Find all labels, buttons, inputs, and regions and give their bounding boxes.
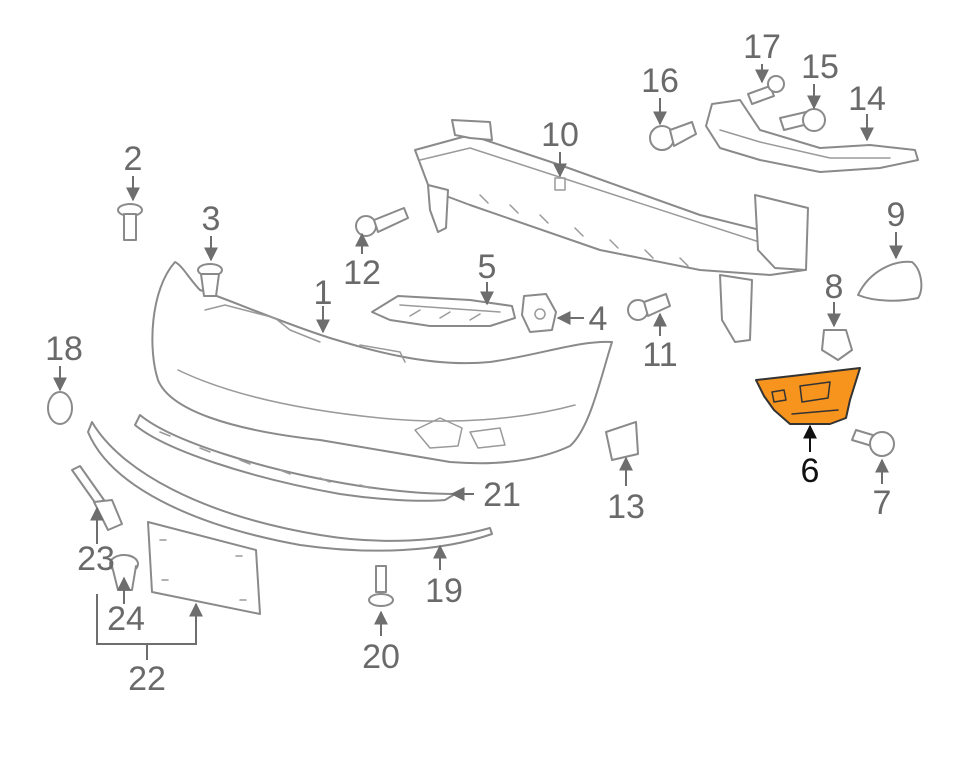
clip-part-8[interactable] (821, 329, 853, 361)
callout-9: 9 (887, 196, 906, 234)
callout-16: 16 (641, 62, 679, 100)
cover-part-18[interactable] (47, 391, 73, 425)
callout-17: 17 (743, 28, 781, 66)
callout-1: 1 (314, 274, 333, 312)
bolt-part-17[interactable] (747, 75, 785, 105)
callout-20: 20 (362, 638, 400, 676)
callout-15: 15 (801, 48, 839, 86)
bolt-part-20[interactable] (368, 565, 394, 607)
callout-8: 8 (825, 268, 844, 306)
bolt-part-11[interactable] (627, 293, 671, 321)
clip-part-3[interactable] (197, 263, 223, 297)
callout-13: 13 (607, 488, 645, 526)
callout-3: 3 (202, 200, 221, 238)
callout-6: 6 (801, 452, 820, 490)
spoiler-part-19[interactable] (87, 421, 493, 552)
clip-nut-part-4[interactable] (521, 293, 557, 333)
callout-12: 12 (343, 254, 381, 292)
callout-10: 10 (541, 116, 579, 154)
bracket-part-13[interactable] (605, 421, 639, 461)
callout-11: 11 (642, 336, 677, 374)
callout-14: 14 (848, 80, 886, 118)
bracket-part-5[interactable] (371, 295, 516, 327)
screw-part-12[interactable] (355, 207, 409, 237)
callout-18: 18 (45, 330, 83, 368)
bumper-cover-part-1[interactable] (151, 261, 613, 465)
callout-21: 21 (483, 476, 521, 514)
bolt-part-16[interactable] (649, 121, 697, 151)
leader-lines (53, 64, 903, 660)
cover-part-9[interactable] (857, 260, 923, 302)
callouts: 1 2 3 4 5 6 7 8 9 10 11 12 13 14 15 16 1… (45, 28, 905, 698)
impact-bar-part-10[interactable] (414, 119, 809, 343)
grille-strip-part-21[interactable] (134, 414, 456, 502)
bolt-part-15[interactable] (779, 108, 826, 132)
guide-bracket-part-14[interactable] (705, 99, 919, 173)
callout-4: 4 (589, 300, 608, 338)
guide-bracket-part-6[interactable] (755, 367, 861, 425)
callout-2: 2 (124, 140, 143, 178)
bolt-part-7[interactable] (851, 429, 895, 457)
bolt-part-2[interactable] (117, 203, 143, 241)
callout-19: 19 (425, 572, 463, 610)
callout-24: 24 (107, 600, 145, 638)
callout-5: 5 (478, 248, 497, 286)
callout-23: 23 (77, 540, 115, 578)
callout-22: 22 (128, 660, 166, 698)
license-plate-bracket-part-22[interactable] (147, 521, 261, 615)
callout-7: 7 (873, 484, 892, 522)
